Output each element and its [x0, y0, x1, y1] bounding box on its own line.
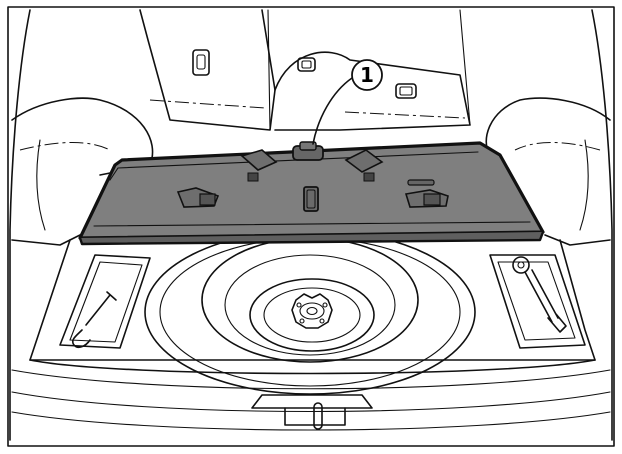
- diagram-frame: [7, 6, 615, 447]
- cargo-well: [11, 239, 611, 431]
- callout-circle: [351, 59, 383, 91]
- latch-handle: [313, 402, 323, 430]
- seat-latch-left: [192, 49, 210, 76]
- jack-nut: [512, 256, 530, 274]
- side-trim-right: [485, 97, 611, 246]
- spare-tire: [144, 229, 476, 395]
- seat-latch-right: [395, 83, 417, 99]
- wheel-hub: [291, 293, 333, 329]
- right-tool-tray: [489, 254, 586, 349]
- cargo-floor-board: [78, 141, 545, 246]
- board-hooks: [176, 149, 449, 208]
- wheel-wrench-tool: [524, 269, 567, 333]
- side-trim-left: [11, 97, 154, 246]
- rear-seat-backs: [139, 9, 471, 131]
- callout-number: 1: [360, 63, 374, 87]
- rear-latch: [251, 394, 373, 430]
- cargo-opening: [9, 9, 613, 441]
- left-tool-tray: [59, 254, 151, 349]
- callout-1: 1: [312, 59, 383, 145]
- tow-hook-tool: [71, 291, 117, 348]
- seat-latch-center: [297, 57, 316, 72]
- board-center-slot: [303, 186, 319, 212]
